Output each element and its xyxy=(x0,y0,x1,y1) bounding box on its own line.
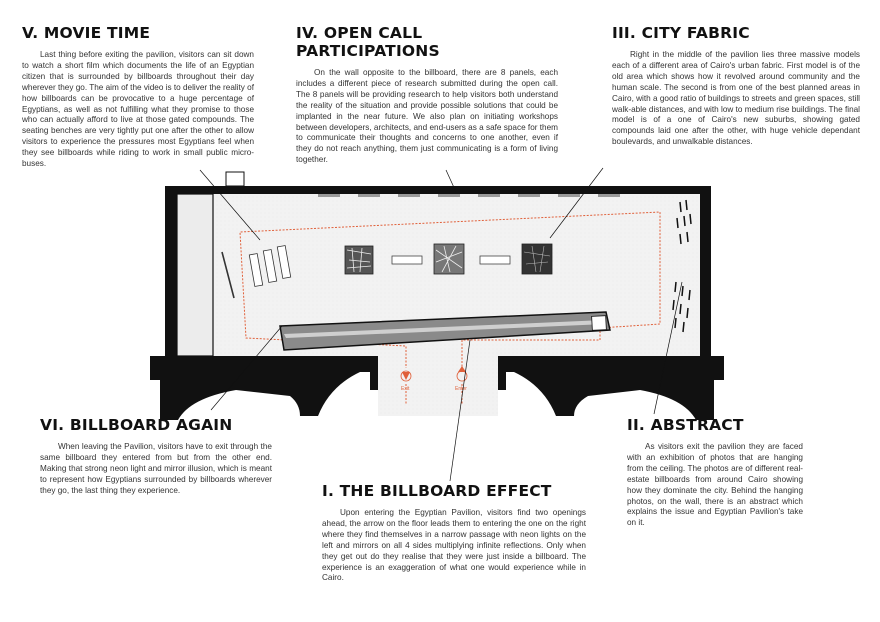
section-text-billboard-again: When leaving the Pavilion, visitors have… xyxy=(40,442,272,495)
city-models xyxy=(344,243,553,275)
section-title-movie-time: V. MOVIE TIME xyxy=(22,24,151,42)
section-abstract: II. ABSTRACT As visitors exit the pavili… xyxy=(627,416,803,529)
section-text-abstract: As visitors exit the pavilion they are f… xyxy=(627,442,803,528)
film-screen xyxy=(221,251,235,299)
section-title-city-fabric: III. CITY FABRIC xyxy=(612,24,750,42)
section-open-call: IV. OPEN CALL PARTICIPATIONS On the wall… xyxy=(296,24,558,166)
hanging-photos xyxy=(672,199,692,333)
exit-marker: Exit xyxy=(400,370,412,392)
billboard xyxy=(279,311,611,351)
section-city-fabric: III. CITY FABRIC Right in the middle of … xyxy=(612,24,860,148)
section-movie-time: V. MOVIE TIME Last thing before exiting … xyxy=(22,24,254,170)
section-billboard-effect: I. THE BILLBOARD EFFECT Upon entering th… xyxy=(322,482,586,584)
entrance-floor xyxy=(378,356,498,416)
pavilion-walls xyxy=(150,186,724,420)
open-call-panels xyxy=(318,194,620,197)
section-title-billboard-again: VI. BILLBOARD AGAIN xyxy=(40,416,233,434)
section-text-billboard-effect: Upon entering the Egyptian Pavilion, vis… xyxy=(322,508,586,583)
section-text-city-fabric: Right in the middle of the pavilion lies… xyxy=(612,50,860,147)
leader-lines xyxy=(199,167,683,482)
enter-marker: Enter xyxy=(455,366,468,392)
info-panel xyxy=(391,255,423,265)
section-text-movie-time: Last thing before exiting the pavilion, … xyxy=(22,50,254,169)
exit-label: Exit xyxy=(401,386,410,392)
seating-benches xyxy=(248,245,292,287)
enter-label: Enter xyxy=(455,386,467,392)
roof-vent xyxy=(225,171,245,187)
section-billboard-again: VI. BILLBOARD AGAIN When leaving the Pav… xyxy=(40,416,272,497)
section-title-billboard-effect: I. THE BILLBOARD EFFECT xyxy=(322,482,552,500)
cinema-room xyxy=(176,193,214,357)
section-text-open-call: On the wall opposite to the billboard, t… xyxy=(296,68,558,165)
section-title-open-call: IV. OPEN CALL PARTICIPATIONS xyxy=(296,24,440,60)
visitor-path xyxy=(239,211,661,370)
section-title-abstract: II. ABSTRACT xyxy=(627,416,744,434)
info-panel xyxy=(479,255,511,265)
